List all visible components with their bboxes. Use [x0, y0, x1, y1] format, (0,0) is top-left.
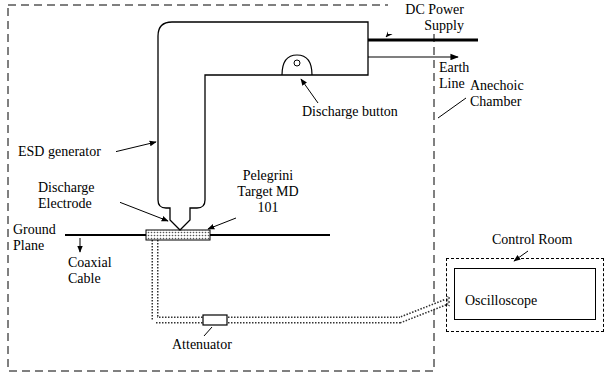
part-label: ESD generator — [16, 144, 116, 160]
earth-line — [368, 56, 458, 57]
esd-generator — [158, 22, 368, 230]
attenuator-symbol — [203, 315, 227, 325]
part-label: DC Power Supply — [388, 2, 466, 34]
button-symbol — [282, 55, 312, 75]
part-label: Coaxial Cable — [66, 255, 128, 287]
chamber-outline — [8, 5, 434, 371]
target-symbol — [146, 230, 210, 240]
part-label: Attenuator — [170, 337, 254, 353]
leader-line — [204, 327, 212, 336]
leader-line — [514, 251, 528, 261]
coaxial-cable-core — [155, 240, 446, 320]
leader-line — [80, 238, 81, 252]
part-label: Pelegrini Target MD 101 — [228, 168, 308, 216]
part-label: Discharge Electrode — [36, 180, 120, 212]
part-label: Anechoic Chamber — [468, 78, 548, 110]
part-label: Ground Plane — [11, 222, 65, 254]
leader-line — [208, 218, 236, 229]
instrument-box: Oscilloscope — [454, 268, 596, 320]
leader-line — [114, 200, 168, 221]
coaxial-cable — [155, 240, 446, 320]
power-line — [368, 39, 478, 42]
leader-line — [438, 98, 466, 118]
button-dot — [294, 60, 300, 66]
instrument-name: Oscilloscope — [465, 293, 585, 309]
room-heading: Control Room — [492, 232, 573, 248]
room-region: Control RoomOscilloscope — [446, 230, 604, 332]
leader-line — [301, 79, 318, 103]
part-label: Discharge button — [300, 104, 414, 120]
